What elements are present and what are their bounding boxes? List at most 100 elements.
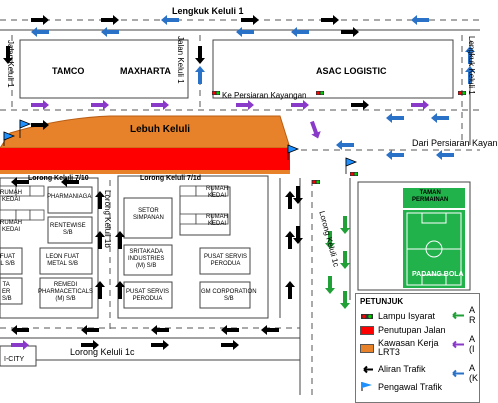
traffic-arrow bbox=[291, 100, 309, 110]
traffic-arrow bbox=[161, 15, 179, 25]
traffic-arrow bbox=[465, 46, 475, 64]
traffic-arrow bbox=[431, 113, 449, 123]
building-remedi: REMEDI PHARMACETICALS (M) S/B bbox=[38, 282, 94, 302]
legend-item-right-blue: A(K bbox=[449, 363, 478, 383]
building-s-b-cut: S/B bbox=[2, 296, 12, 302]
lrt3-work-area bbox=[0, 115, 291, 149]
legend-right-sub-blue: (K bbox=[469, 373, 478, 383]
blue-arrow-icon bbox=[452, 369, 464, 377]
traffic-arrow bbox=[436, 150, 454, 160]
taman-permainan-area bbox=[403, 188, 465, 208]
legend-item-right-purple: A(I bbox=[449, 334, 475, 354]
road-label-dari-persiaran-kayangan: Dari Persiaran Kayan bbox=[412, 138, 498, 148]
road-label-ke-persiaran-kayangan: Ke Persiaran Kayangan bbox=[222, 91, 307, 100]
building-gm-corporation: GM CORPORATION S/B bbox=[201, 289, 257, 302]
legend-right-label-blue: A bbox=[469, 363, 476, 373]
traffic-light-icon bbox=[212, 91, 466, 184]
traffic-arrow bbox=[91, 100, 109, 110]
traffic-arrow bbox=[221, 340, 239, 350]
building-fuat-cut: FUAT L S/B bbox=[0, 254, 16, 267]
traffic-arrow bbox=[411, 100, 429, 110]
traffic-map bbox=[0, 15, 480, 395]
traffic-arrow bbox=[151, 340, 169, 350]
building-taman-permainan: TAMAN PERMAINAN bbox=[412, 190, 449, 203]
building-leon-fuat: LEON FUAT METAL S/B bbox=[46, 254, 80, 267]
legend-label-traffic-controller: Pengawal Trafik bbox=[378, 381, 443, 392]
traffic-arrow bbox=[293, 226, 303, 244]
building-rumah-kedai-left-2: RUMAH KEDAI bbox=[0, 220, 22, 233]
road-label-lorong-keluli-1c-bottom: Lorong Keluli 1c bbox=[70, 347, 135, 357]
legend-label-traffic-light: Lampu Isyarat bbox=[378, 311, 436, 321]
building-tamco: TAMCO bbox=[52, 66, 85, 76]
building-rumah-kedai-mid-1: RUMAH KEDAI bbox=[206, 186, 228, 199]
traffic-arrow bbox=[31, 100, 49, 110]
traffic-arrow bbox=[221, 325, 239, 335]
building-pusat-servis-perodua-2: PUSAT SERVIS PERODUA bbox=[204, 254, 248, 267]
traffic-arrow bbox=[285, 231, 295, 249]
traffic-arrow bbox=[261, 325, 279, 335]
legend-item-traffic-controller: Pengawal Trafik bbox=[360, 381, 442, 392]
building-setor-simpanan: SETOR SIMPANAN bbox=[133, 208, 164, 221]
building-maxharta: MAXHARTA bbox=[120, 66, 171, 76]
legend-item-traffic-light: Lampu Isyarat bbox=[360, 311, 435, 321]
traffic-arrow bbox=[336, 140, 354, 150]
legend-right-label-green: A bbox=[469, 305, 476, 315]
traffic-arrow bbox=[151, 325, 169, 335]
traffic-arrow bbox=[31, 15, 49, 25]
road-closure-swatch bbox=[360, 325, 374, 335]
traffic-arrow bbox=[310, 120, 321, 139]
building-i-city: I-CITY bbox=[4, 356, 25, 363]
traffic-arrow bbox=[341, 27, 359, 37]
traffic-arrow bbox=[411, 15, 429, 25]
traffic-arrow bbox=[351, 100, 369, 110]
traffic-arrow bbox=[236, 27, 254, 37]
building-asac-logistic: ASAC LOGISTIC bbox=[316, 66, 387, 76]
traffic-arrow bbox=[115, 281, 125, 299]
traffic-arrow bbox=[340, 291, 350, 309]
road-label-jalan-keluli-left: Jalan Keluli 1 bbox=[6, 40, 15, 88]
legend-item-traffic-flow: Aliran Trafik bbox=[360, 364, 426, 374]
traffic-arrow bbox=[386, 150, 404, 160]
legend-right-sub-green: R bbox=[469, 315, 476, 325]
traffic-arrow bbox=[151, 100, 169, 110]
legend-label-traffic-flow: Aliran Trafik bbox=[378, 364, 426, 374]
building-pusat-servis-perodua-1: PUSAT SERVIS PERODUA bbox=[126, 289, 170, 302]
legend-item-road-closure: Penutupan Jalan bbox=[360, 325, 446, 335]
flag-icon bbox=[361, 382, 372, 391]
traffic-arrow bbox=[236, 100, 254, 110]
traffic-arrow bbox=[321, 15, 339, 25]
road-label-lorong-keluli-1b: Lorong Keluli 1b bbox=[103, 190, 112, 248]
building-sritakada: SRITAKADA INDUSTRIES (M) S/B bbox=[128, 249, 165, 269]
traffic-arrow bbox=[61, 177, 79, 187]
traffic-arrow bbox=[241, 15, 259, 25]
traffic-arrow bbox=[31, 120, 49, 130]
traffic-arrow bbox=[101, 27, 119, 37]
road-label-jalan-keluli-1: Jalan Keluli 1 bbox=[176, 36, 185, 84]
traffic-arrow bbox=[285, 191, 295, 209]
building-padang-bola: PADANG BOLA bbox=[412, 271, 464, 278]
traffic-arrow bbox=[325, 231, 335, 249]
traffic-arrow bbox=[195, 46, 205, 64]
traffic-arrow bbox=[195, 66, 205, 84]
traffic-light-icon bbox=[361, 313, 373, 319]
traffic-arrow bbox=[465, 66, 475, 84]
building-rumah-kedai-mid-2: RUMAH KEDAI bbox=[206, 214, 228, 227]
road-label-lengkuk-keluli-1: Lengkuk Keluli 1 bbox=[172, 6, 244, 16]
purple-arrow-icon bbox=[452, 340, 464, 348]
traffic-arrow bbox=[11, 177, 29, 187]
traffic-arrow bbox=[285, 281, 295, 299]
traffic-arrow bbox=[81, 340, 99, 350]
traffic-arrow bbox=[95, 231, 105, 249]
traffic-arrow bbox=[11, 340, 29, 350]
legend-right-label-purple: A bbox=[469, 334, 476, 344]
traffic-arrow bbox=[386, 113, 404, 123]
traffic-arrow bbox=[291, 27, 309, 37]
traffic-arrow bbox=[3, 46, 13, 64]
green-arrow-icon bbox=[452, 311, 464, 319]
legend-right-sub-purple: (I bbox=[469, 344, 475, 354]
traffic-arrow bbox=[340, 216, 350, 234]
traffic-arrow bbox=[340, 251, 350, 269]
traffic-arrow bbox=[115, 231, 125, 249]
lrt3-swatch bbox=[360, 343, 374, 353]
traffic-arrow bbox=[95, 281, 105, 299]
